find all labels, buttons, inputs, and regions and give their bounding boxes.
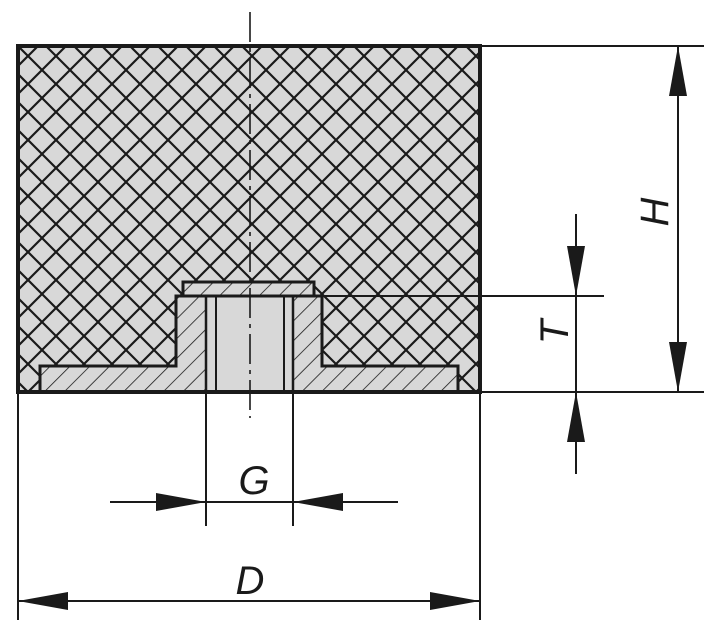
dimension-g: G [110, 459, 398, 511]
dimension-d: D [18, 559, 480, 610]
dimension-t: T [533, 214, 585, 474]
label-t: T [533, 317, 577, 344]
body-outline [16, 44, 482, 394]
label-g: G [238, 459, 269, 503]
dimension-h: H [633, 46, 687, 392]
label-h: H [633, 197, 677, 226]
label-d: D [236, 559, 265, 603]
